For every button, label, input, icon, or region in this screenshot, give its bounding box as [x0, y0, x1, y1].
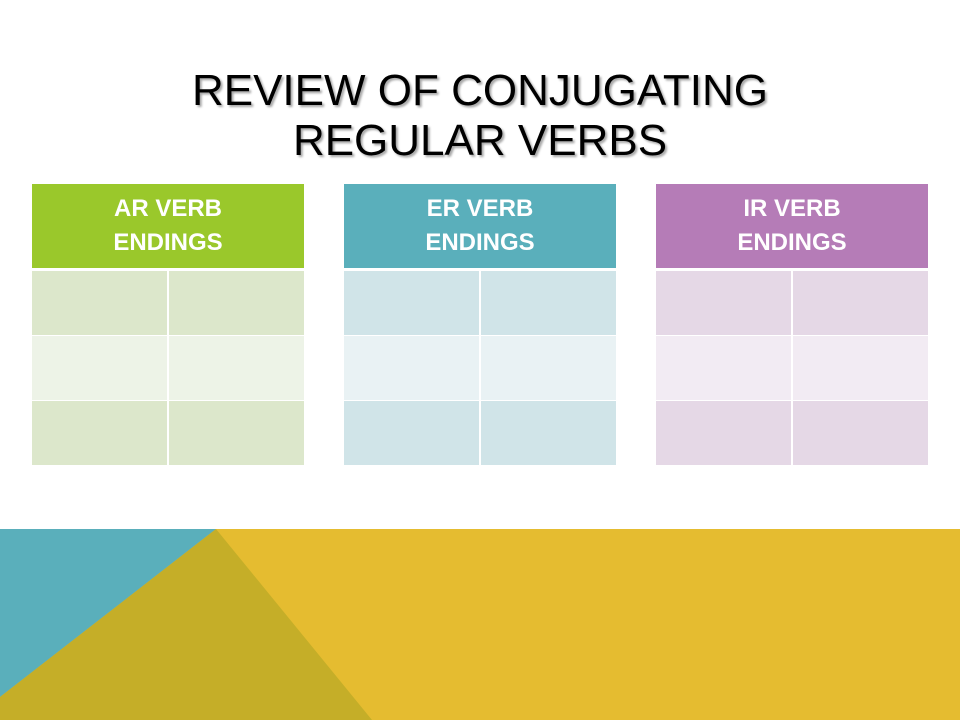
table-cell: [792, 269, 928, 336]
ir-table-header: IR VERB ENDINGS: [656, 184, 928, 271]
slide-title: Review of conjugating regular verbs: [0, 66, 960, 166]
table-cell: [32, 335, 169, 401]
table-row: [656, 335, 928, 401]
table-cell: [344, 335, 481, 401]
table-cell: [792, 400, 928, 465]
table-row: [656, 400, 928, 465]
slide-title-line-2: regular verbs: [292, 116, 668, 165]
footer-olive-triangle: [0, 529, 372, 720]
table-cell: [480, 269, 616, 336]
table-cell: [792, 335, 928, 401]
table-cell: [168, 400, 304, 465]
table-cell: [32, 269, 169, 336]
table-cell: [344, 400, 481, 465]
table-row: [344, 400, 616, 465]
table-cell: [32, 400, 169, 465]
table-cell: [344, 269, 481, 336]
table-cell: [480, 400, 616, 465]
ar-header-line-1: AR VERB: [113, 195, 222, 222]
ir-header-line-1: IR VERB: [743, 195, 841, 222]
ar-table-header: AR VERB ENDINGS: [32, 184, 304, 271]
ar-header-line-2: ENDINGS: [113, 229, 223, 256]
table-cell: [656, 335, 793, 401]
er-header-line-2: ENDINGS: [425, 229, 535, 256]
er-header-line-1: ER VERB: [426, 195, 534, 222]
table-row: [344, 335, 616, 401]
table-row: [32, 400, 304, 465]
table-row: [344, 269, 616, 336]
table-cell: [656, 400, 793, 465]
er-verb-endings-table: ER VERB ENDINGS: [344, 184, 616, 465]
table-cell: [168, 335, 304, 401]
footer-decoration: [0, 529, 960, 720]
ar-verb-endings-table: AR VERB ENDINGS: [32, 184, 304, 465]
table-cell: [168, 269, 304, 336]
ir-verb-endings-table: IR VERB ENDINGS: [656, 184, 928, 465]
table-row: [32, 269, 304, 336]
table-row: [656, 269, 928, 336]
table-cell: [480, 335, 616, 401]
table-cell: [656, 269, 793, 336]
table-row: [32, 335, 304, 401]
er-table-header: ER VERB ENDINGS: [344, 184, 616, 271]
ir-header-line-2: ENDINGS: [737, 229, 847, 256]
slide-title-line-1: Review of conjugating: [191, 66, 769, 115]
